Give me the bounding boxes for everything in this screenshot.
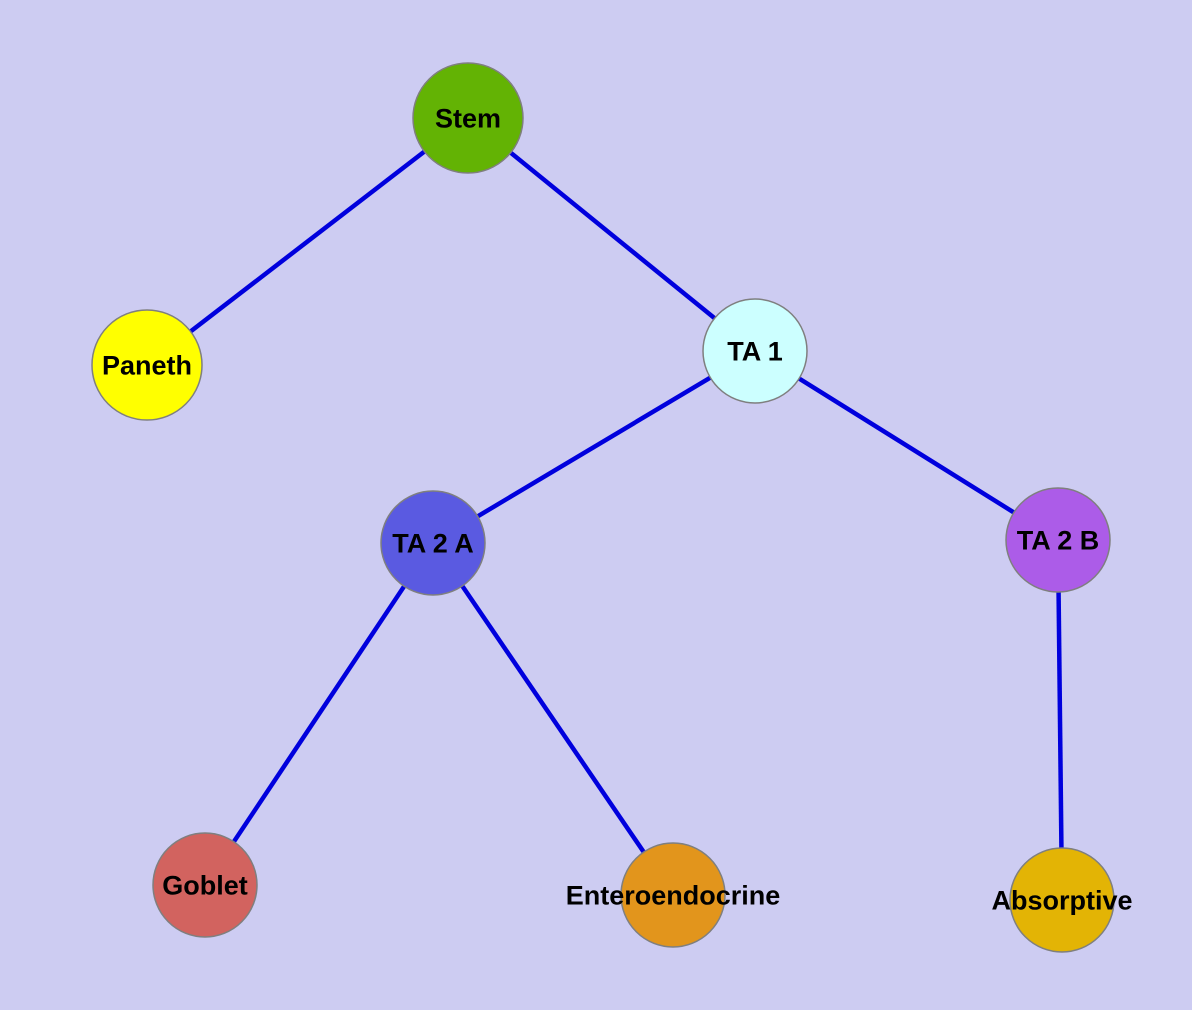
node-paneth[interactable] <box>91 309 203 421</box>
node-absorptive[interactable] <box>1009 847 1115 953</box>
edge-ta1-ta2a <box>431 349 757 545</box>
node-ta2b[interactable] <box>1005 487 1111 593</box>
edge-ta2a-enteroendocrine <box>431 541 675 897</box>
node-ta2a[interactable] <box>380 490 486 596</box>
node-goblet[interactable] <box>152 832 258 938</box>
node-ta1[interactable] <box>702 298 808 404</box>
edge-ta1-ta2b <box>753 349 1060 542</box>
edge-ta2a-goblet <box>203 541 435 887</box>
edge-ta2b-absorptive <box>1055 539 1065 901</box>
node-enteroendocrine[interactable] <box>620 842 726 948</box>
node-stem[interactable] <box>412 62 524 174</box>
edge-stem-ta1 <box>466 116 757 353</box>
edge-stem-paneth <box>145 116 470 367</box>
